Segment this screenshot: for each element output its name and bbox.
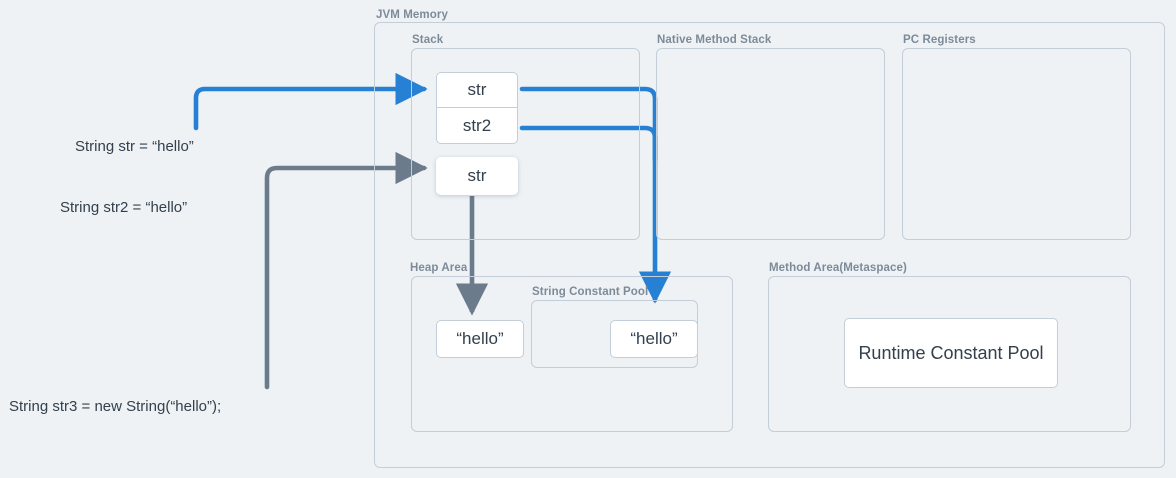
runtime-constant-pool-box[interactable]: Runtime Constant Pool — [844, 318, 1058, 388]
stack-label: Stack — [412, 34, 444, 46]
method-area-panel — [768, 276, 1131, 432]
string-constant-pool-label: String Constant Pool — [532, 286, 649, 298]
stack-var-str[interactable]: str — [436, 72, 518, 108]
pool-string-literal[interactable]: “hello” — [610, 320, 698, 358]
native-method-stack-panel — [656, 48, 885, 240]
heap-area-label: Heap Area — [410, 262, 468, 274]
native-method-stack-label: Native Method Stack — [657, 34, 772, 46]
stack-panel — [411, 48, 640, 240]
pc-registers-label: PC Registers — [903, 34, 976, 46]
code-line-str: String str = “hello” — [75, 138, 194, 155]
code-line-str2: String str2 = “hello” — [60, 199, 188, 216]
stack-var-str2[interactable]: str2 — [436, 108, 518, 144]
stack-var-str3[interactable]: str — [436, 157, 518, 195]
code-line-str3: String str3 = new String(“hello”); — [9, 398, 222, 415]
pc-registers-panel — [902, 48, 1131, 240]
jvm-memory-label: JVM Memory — [376, 9, 448, 21]
method-area-label: Method Area(Metaspace) — [769, 262, 907, 274]
jvm-memory-panel — [374, 22, 1165, 468]
heap-area-panel — [411, 276, 733, 432]
heap-string-object[interactable]: “hello” — [436, 320, 524, 358]
